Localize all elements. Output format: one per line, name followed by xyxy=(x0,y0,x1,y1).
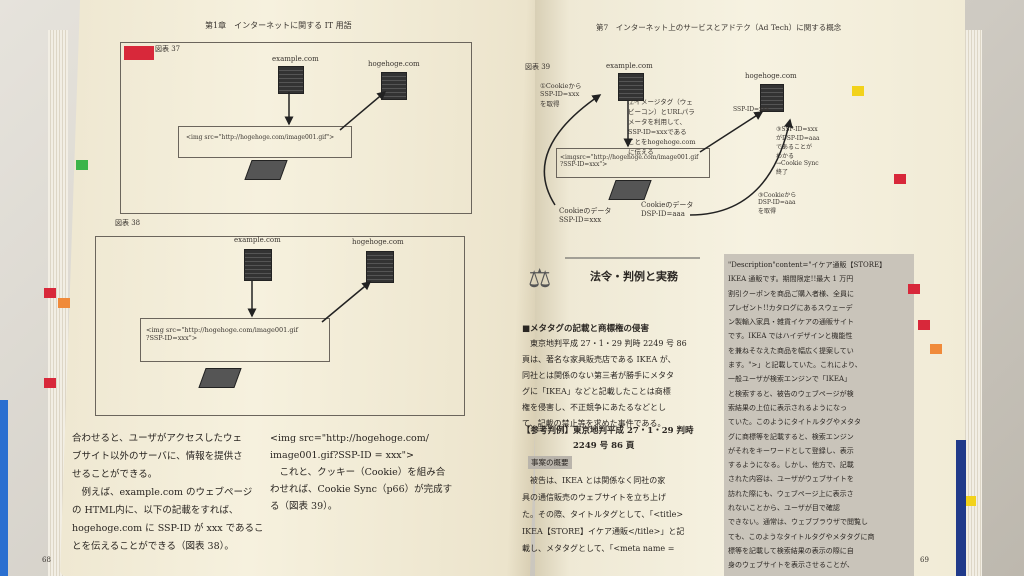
hogehoge-server-icon xyxy=(381,72,407,100)
fig37-code: <img src="http://hogehoge.com/image001.g… xyxy=(186,134,335,141)
right-page-header: 第7 インターネット上のサービスとアドテク（Ad Tech）に関する概念 xyxy=(596,23,842,32)
fig38-code-box xyxy=(140,318,330,362)
scales-icon: ⚖ xyxy=(528,264,552,294)
yellow-sticky-tab xyxy=(964,496,976,506)
blue-book-spine xyxy=(956,440,966,576)
fig37-hogehoge-host: hogehoge.com xyxy=(368,60,420,68)
facts-body: 被告は、IKEA とは関係なく同社の家 具の通信販売のウェブサイトを立ち上げ た… xyxy=(522,476,685,553)
figure-37-label: 図表 37 xyxy=(155,45,181,53)
fig38-hogehoge-host: hogehoge.com xyxy=(352,238,404,246)
figure-39-label: 図表 39 xyxy=(525,63,551,71)
blue-book-spine xyxy=(0,400,8,576)
fig39-hogehoge-host: hogehoge.com xyxy=(745,72,797,80)
fig39-code: <imgsrc="http://hogehoge.com/image001.gi… xyxy=(560,154,699,168)
left-page-number: 68 xyxy=(42,556,51,564)
fig39-note-3: SSP-ID=xxx xyxy=(733,106,770,113)
fig37-code-box xyxy=(178,126,352,158)
green-sticky-tab xyxy=(76,160,88,170)
left-body-col2: <img src="http://hogehoge.com/ image001.… xyxy=(270,433,453,512)
orange-sticky-tab xyxy=(58,298,70,308)
yellow-sticky-tab xyxy=(852,86,864,96)
fig39-note-4: ③SSP-ID=xxx がDSP-ID=aaa であることが わかる →Cook… xyxy=(776,126,820,176)
orange-sticky-tab xyxy=(930,344,942,354)
case-body: 東京地判平成 27・1・29 判時 2249 号 86 頁は、著名な家具販売店で… xyxy=(522,339,687,428)
side-column-text: "Description"content="イケア通販【STORE】 IKEA … xyxy=(728,261,887,576)
example-server-icon xyxy=(244,249,272,281)
fig39-note-2: ②イメージタグ（ウェ ビーコン）とURLパラ メータを利用して、 SSP-ID=… xyxy=(628,98,696,156)
fig39-note-5: ③Cookieから DSP-ID=aaa を取得 xyxy=(758,192,797,215)
example-server-icon xyxy=(618,73,644,101)
red-sticky-tab xyxy=(124,46,154,60)
side-column-background xyxy=(724,254,914,576)
red-sticky-tab xyxy=(918,320,930,330)
red-sticky-tab xyxy=(44,288,56,298)
fig39-note-1: ①Cookieから SSP-ID=xxx を取得 xyxy=(540,82,582,108)
red-sticky-tab xyxy=(894,174,906,184)
figure-37-frame xyxy=(120,42,472,214)
fig39-example-host: example.com xyxy=(606,62,653,70)
fig39-cookie-ssp: Cookieのデータ SSP-ID=xxx xyxy=(559,207,612,224)
figure-38-frame xyxy=(95,236,465,416)
red-sticky-tab xyxy=(44,378,56,388)
red-sticky-tab xyxy=(908,284,920,294)
fig39-cookie-dsp: Cookieのデータ DSP-ID=aaa xyxy=(641,201,694,218)
law-heading: 法令・判例と実務 xyxy=(590,270,678,283)
figure-38-label: 図表 38 xyxy=(115,219,141,227)
left-body-col1: 合わせると、ユーザがアクセスしたウェ ブサイト以外のサーバに、情報を提供さ せる… xyxy=(72,433,264,552)
right-page-edges xyxy=(960,30,982,576)
fig37-example-host: example.com xyxy=(272,55,319,63)
hogehoge-server-icon xyxy=(760,84,784,112)
reference-case-heading: 【参考判例】東京地判平成 27・1・29 判時 2249 号 86 頁 xyxy=(522,426,694,451)
case-title: ■メタタグの記載と商標権の侵害 xyxy=(522,324,650,334)
facts-heading: 事案の概要 xyxy=(528,456,572,469)
left-page-header: 第1章 インターネットに関する IT 用語 xyxy=(205,21,352,30)
right-page-number: 69 xyxy=(920,556,929,564)
fig38-code: <img src="http://hogehoge.com/image001.g… xyxy=(146,326,299,342)
fig38-example-host: example.com xyxy=(234,236,281,244)
fig39-code-box xyxy=(556,148,710,178)
example-server-icon xyxy=(278,66,304,94)
hogehoge-server-icon xyxy=(366,251,394,283)
